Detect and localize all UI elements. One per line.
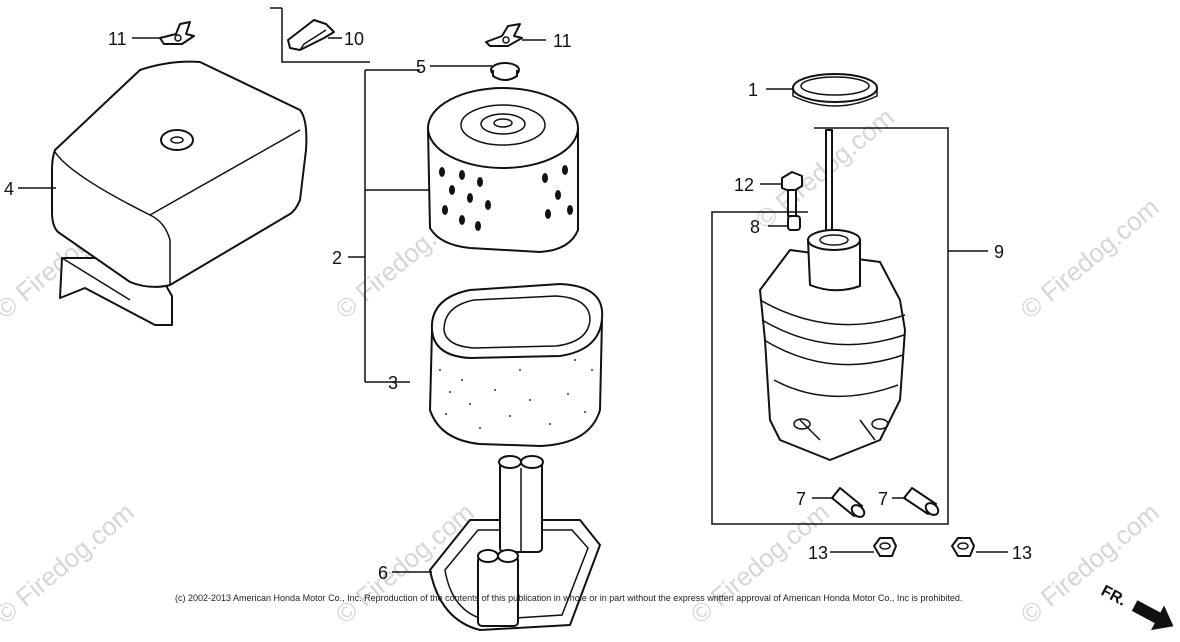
callout-4: 4 [4,179,14,199]
grommet-part-5 [490,62,520,81]
callout-3: 3 [388,373,398,393]
watermark: © Firedog.com [1015,192,1165,325]
front-arrow-icon [1131,600,1174,631]
bolt-part-12 [781,171,803,217]
callout-13-right: 13 [1012,543,1032,563]
sleeve-part-7-left [831,487,866,518]
callout-5: 5 [416,57,426,77]
callout-13-left: 13 [808,543,828,563]
callout-6: 6 [378,563,388,583]
elbow-case [759,129,906,461]
callout-labels: 11 10 11 4 5 2 3 6 1 12 8 9 7 7 13 13 [4,29,1032,583]
callout-7-right: 7 [878,489,888,509]
bracket-10 [270,7,370,63]
callout-1: 1 [748,80,758,100]
paper-element [427,87,579,253]
direction-label: FR. [1098,583,1129,610]
nut-part-13-right [951,537,975,557]
callout-8: 8 [750,217,760,237]
air-cleaner-cover [51,60,308,326]
leader-lines [18,37,1008,573]
front-direction-indicator: FR. [1098,583,1174,631]
callout-11-left: 11 [108,29,127,49]
watermark: © Firedog.com [0,497,140,630]
callout-11-right: 11 [553,31,572,51]
foam-element [429,283,604,447]
clip-part-11-left [159,21,195,45]
gasket-part-1 [792,73,878,107]
air-cleaner-base [429,455,601,631]
clip-part-11-right [485,23,523,47]
callout-7-left: 7 [796,489,806,509]
callout-12: 12 [734,175,754,195]
callout-9: 9 [994,242,1004,262]
watermark: © Firedog.com [750,102,900,235]
clip-part-10 [287,19,335,51]
watermark: © Firedog.com [685,497,835,630]
collar-part-8 [787,215,801,231]
sleeve-part-7-right [903,487,940,516]
copyright-notice: (c) 2002-2013 American Honda Motor Co., … [175,593,962,603]
callout-10: 10 [344,29,364,49]
callout-2: 2 [332,248,342,268]
nut-part-13-left [873,537,897,557]
